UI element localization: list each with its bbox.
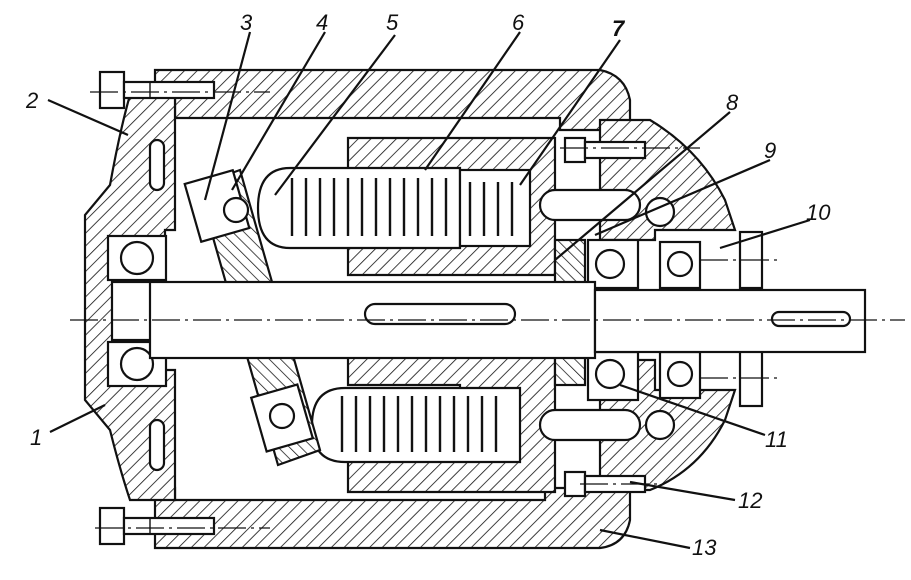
label-9: 9 (764, 138, 776, 163)
part-labels: 1 2 3 4 5 6 7 8 9 10 11 12 13 (25, 10, 831, 560)
label-2: 2 (25, 88, 38, 113)
label-13: 13 (692, 535, 717, 560)
right-bearings (586, 238, 702, 402)
lower-piston (310, 386, 522, 464)
bolts (98, 70, 764, 546)
label-3: 3 (240, 10, 253, 35)
leader-lines (47, 31, 811, 550)
label-11: 11 (765, 427, 788, 452)
left-bearing (106, 234, 168, 388)
label-10: 10 (806, 200, 831, 225)
label-7: 7 (612, 16, 626, 41)
label-4: 4 (316, 10, 328, 35)
label-8: 8 (726, 90, 739, 115)
upper-piston (256, 166, 532, 250)
label-5: 5 (386, 10, 399, 35)
label-6: 6 (512, 10, 525, 35)
label-12: 12 (738, 488, 762, 513)
label-1: 1 (30, 425, 42, 450)
